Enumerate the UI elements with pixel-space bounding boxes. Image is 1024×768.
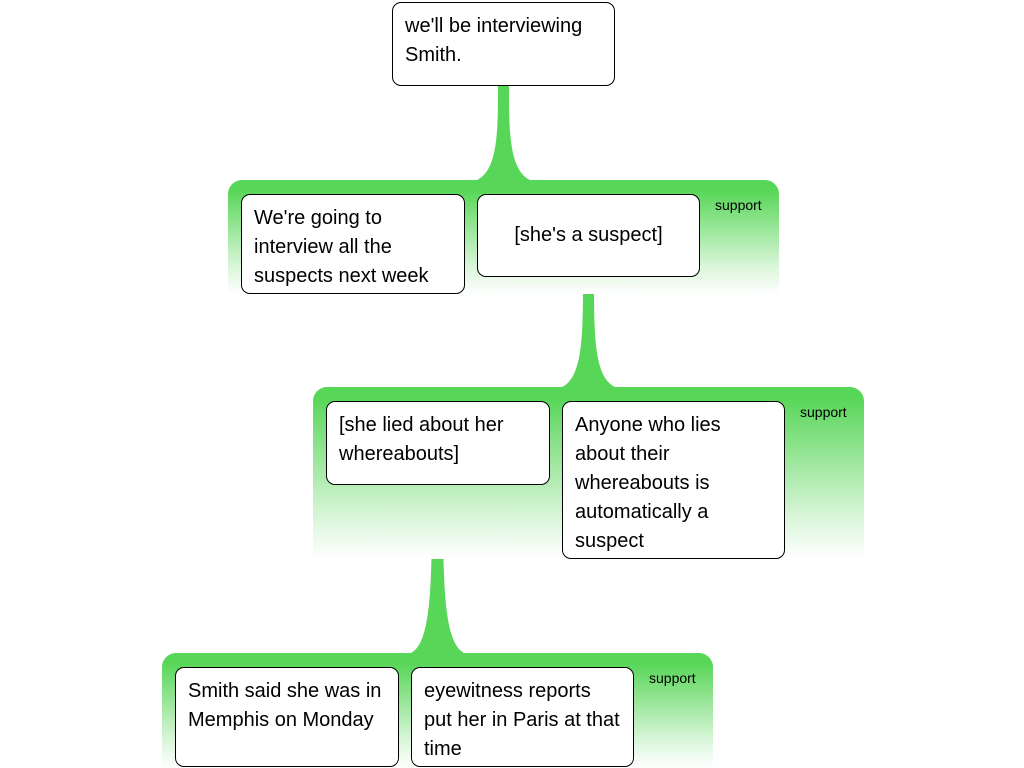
connector-root-to-group-1 [477, 86, 530, 180]
connector-suspect-to-group-2 [562, 277, 615, 387]
root-claim-text: we'll be interviewing Smith. [405, 15, 583, 66]
connector-lied-to-group-3 [411, 485, 464, 653]
premise-lied-whereabouts[interactable]: [she lied about her whereabouts] [326, 401, 550, 485]
premise-shes-a-suspect[interactable]: [she's a suspect] [477, 194, 700, 277]
premise-lied-whereabouts-text: [she lied about her whereabouts] [339, 414, 504, 465]
group-label-1: support [715, 197, 762, 213]
premise-smith-memphis[interactable]: Smith said she was in Memphis on Monday [175, 667, 399, 767]
group-label-3: support [649, 670, 696, 686]
premise-interview-suspects[interactable]: We're going to interview all the suspect… [241, 194, 465, 294]
premise-interview-suspects-text: We're going to interview all the suspect… [254, 207, 429, 287]
premise-anyone-who-lies[interactable]: Anyone who lies about their whereabouts … [562, 401, 785, 559]
group-label-2: support [800, 404, 847, 420]
premise-smith-memphis-text: Smith said she was in Memphis on Monday [188, 680, 382, 731]
root-claim[interactable]: we'll be interviewing Smith. [392, 2, 615, 86]
premise-shes-a-suspect-text: [she's a suspect] [514, 224, 663, 246]
premise-eyewitness-paris[interactable]: eyewitness reports put her in Paris at t… [411, 667, 634, 767]
premise-eyewitness-paris-text: eyewitness reports put her in Paris at t… [424, 680, 620, 760]
premise-anyone-who-lies-text: Anyone who lies about their whereabouts … [575, 414, 721, 552]
